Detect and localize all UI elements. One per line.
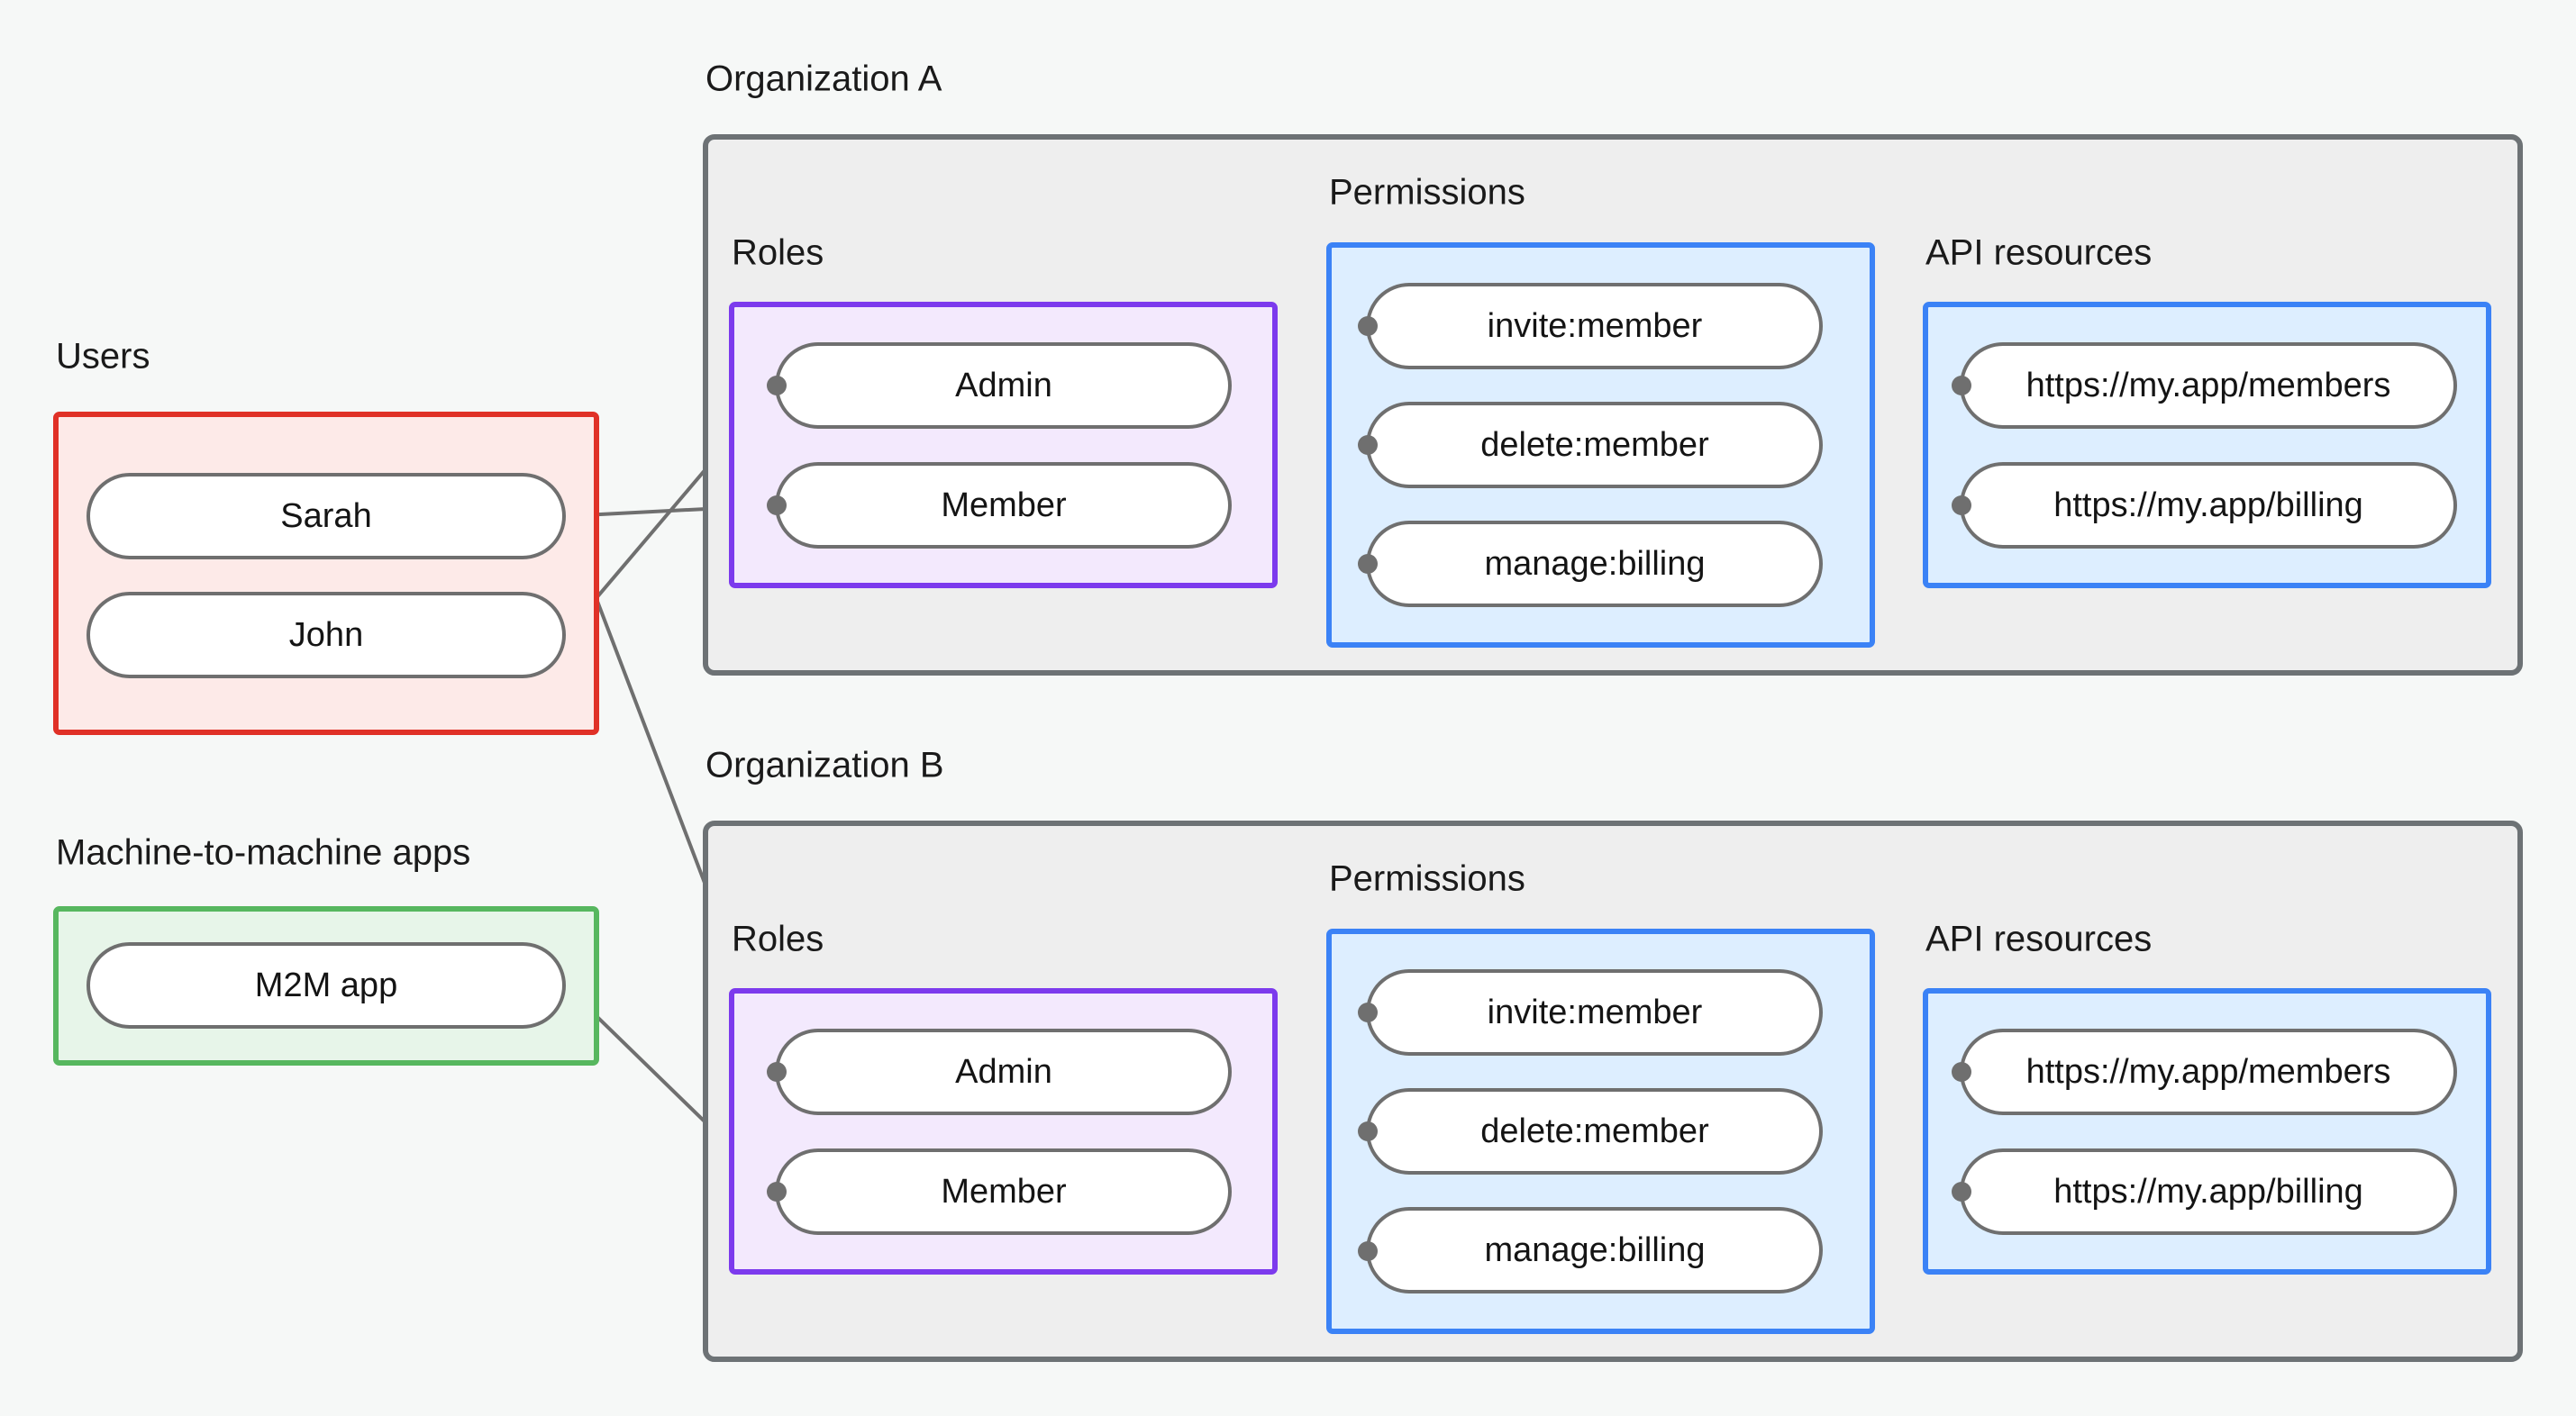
- org-a-permission-invite-member-label: invite:member: [1488, 307, 1703, 345]
- user-sarah[interactable]: Sarah: [86, 473, 566, 559]
- endpoint-dot: [1952, 1182, 1971, 1202]
- endpoint-dot: [767, 376, 787, 395]
- endpoint-dot: [1358, 1241, 1378, 1261]
- endpoint-dot: [767, 1182, 787, 1202]
- endpoint-dot: [1358, 1003, 1378, 1022]
- org-a-api-resource-billing[interactable]: https://my.app/billing: [1960, 462, 2457, 549]
- org-b-permission-invite-member[interactable]: invite:member: [1366, 969, 1823, 1056]
- endpoint-dot: [1952, 376, 1971, 395]
- endpoint-dot: [1952, 1062, 1971, 1082]
- m2m-app[interactable]: M2M app: [86, 942, 566, 1029]
- org-a-api-resource-billing-label: https://my.app/billing: [2053, 486, 2363, 524]
- org-b-role-admin[interactable]: Admin: [775, 1029, 1232, 1115]
- endpoint-dot: [1358, 435, 1378, 455]
- org-a-permission-delete-member-label: delete:member: [1480, 426, 1709, 464]
- org-a-api-resource-members-label: https://my.app/members: [2026, 367, 2391, 404]
- org-b-permission-manage-billing[interactable]: manage:billing: [1366, 1207, 1823, 1293]
- user-sarah-label: Sarah: [280, 497, 371, 535]
- org-b-api-resource-billing[interactable]: https://my.app/billing: [1960, 1148, 2457, 1235]
- org-a-permission-manage-billing-label: manage:billing: [1484, 545, 1705, 583]
- endpoint-dot: [1358, 316, 1378, 336]
- org-b-role-member[interactable]: Member: [775, 1148, 1232, 1235]
- org-a-title: Organization A: [705, 59, 942, 99]
- org-a-api-resource-members[interactable]: https://my.app/members: [1960, 342, 2457, 429]
- org-a-permission-delete-member[interactable]: delete:member: [1366, 402, 1823, 488]
- org-b-title: Organization B: [705, 746, 944, 785]
- endpoint-dot: [767, 495, 787, 515]
- m2m-app-label: M2M app: [255, 967, 397, 1004]
- org-b-permission-manage-billing-label: manage:billing: [1484, 1231, 1705, 1269]
- org-a-role-admin-label: Admin: [955, 367, 1052, 404]
- org-b-api-resource-members[interactable]: https://my.app/members: [1960, 1029, 2457, 1115]
- endpoint-dot: [1358, 554, 1378, 574]
- org-b-permission-delete-member[interactable]: delete:member: [1366, 1088, 1823, 1175]
- user-john[interactable]: John: [86, 592, 566, 678]
- org-b-permission-delete-member-label: delete:member: [1480, 1112, 1709, 1150]
- endpoint-dot: [767, 1062, 787, 1082]
- org-b-role-member-label: Member: [941, 1173, 1067, 1211]
- org-b-api-resources-label: API resources: [1925, 920, 2152, 959]
- users-title: Users: [56, 337, 150, 377]
- org-a-roles-label: Roles: [732, 233, 824, 273]
- org-a-api-resources-label: API resources: [1925, 233, 2152, 273]
- org-b-permissions-label: Permissions: [1329, 859, 1525, 899]
- org-a-role-admin[interactable]: Admin: [775, 342, 1232, 429]
- org-a-role-member[interactable]: Member: [775, 462, 1232, 549]
- user-john-label: John: [289, 616, 363, 654]
- org-b-permission-invite-member-label: invite:member: [1488, 994, 1703, 1031]
- org-a-permission-manage-billing[interactable]: manage:billing: [1366, 521, 1823, 607]
- m2m-title: Machine-to-machine apps: [56, 833, 470, 873]
- org-a-permissions-label: Permissions: [1329, 173, 1525, 213]
- org-b-roles-label: Roles: [732, 920, 824, 959]
- connection-endpoints: [767, 316, 1971, 1261]
- org-a-role-member-label: Member: [941, 486, 1067, 524]
- users-box: [53, 412, 599, 735]
- org-b-role-admin-label: Admin: [955, 1053, 1052, 1091]
- endpoint-dot: [1358, 1121, 1378, 1141]
- endpoint-dot: [1952, 495, 1971, 515]
- org-b-api-resource-billing-label: https://my.app/billing: [2053, 1173, 2363, 1211]
- org-b-api-resource-members-label: https://my.app/members: [2026, 1053, 2391, 1091]
- org-a-permission-invite-member[interactable]: invite:member: [1366, 283, 1823, 369]
